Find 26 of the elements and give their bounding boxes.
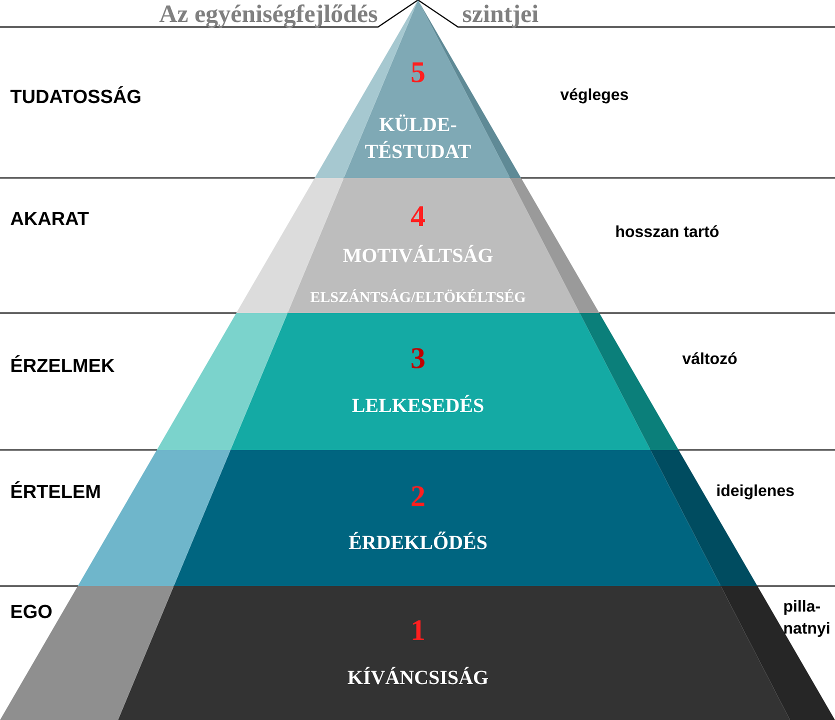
level-number: 2 — [412, 486, 424, 506]
level-category: EGO — [11, 604, 52, 618]
level-name: MOTIVÁLTSÁG — [343, 244, 493, 262]
level-subtitle: ELSZÁNTSÁG/ELTÖKÉLTSÉG — [310, 289, 526, 302]
level-duration: végleges — [560, 88, 628, 104]
pyramid-band — [236, 178, 600, 313]
level-category: ÉRTELEM — [11, 481, 100, 498]
level-duration: ideiglenes — [717, 484, 794, 500]
level-name: ÉRDEKLŐDÉS — [348, 532, 487, 550]
level-duration: változó — [682, 352, 737, 364]
level-category: ÉRZELMEK — [11, 355, 115, 372]
pyramid-band — [156, 313, 679, 450]
level-number: 4 — [410, 206, 425, 226]
level-number: 5 — [412, 62, 424, 82]
level-number: 1 — [412, 620, 424, 640]
level-number: 3 — [412, 348, 424, 368]
level-duration: hosszan tartó — [616, 225, 719, 238]
pyramid-band — [0, 586, 835, 720]
title-text: szintjei — [462, 4, 538, 28]
level-name: LELKESEDÉS — [352, 394, 484, 412]
level-name: KÍVÁNCSISÁG — [348, 666, 488, 684]
level-name: KÜLDE- TÉSTUDAT — [365, 114, 471, 158]
level-category: AKARAT — [10, 212, 89, 225]
level-duration: pilla- natnyi — [784, 600, 830, 637]
title-text: Az egyéniségfejlődés — [159, 4, 378, 28]
level-category: TUDATOSSÁG — [10, 86, 140, 104]
